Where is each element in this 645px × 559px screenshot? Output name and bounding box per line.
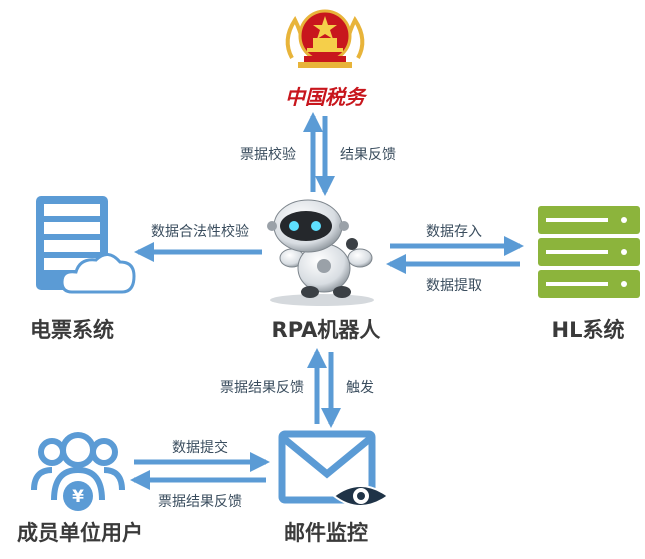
users-yuan-icon [31,432,125,501]
node-member-label: 成员单位用户 [17,521,143,545]
edge-label-rpa-to-mail: 票据结果反馈 [220,380,304,396]
node-e-invoice-label: 电票系统 [30,318,114,342]
yuan-coin-icon [63,481,93,511]
tax-emblem-icon [285,9,365,68]
edge-label-member-to-mail: 数据提交 [172,439,228,456]
node-rpa-label: RPA机器人 [272,318,381,342]
edge-label-hl-to-rpa: 数据提取 [426,278,482,294]
envelope-eye-icon [278,430,390,507]
edge-label-rpa-to-einvoice: 数据合法性校验 [151,223,249,240]
robot-icon [267,199,374,306]
edge-label-mail-to-rpa: 触发 [346,380,374,396]
yuan-symbol: ¥ [72,487,84,507]
node-mail-label: 邮件监控 [284,521,368,545]
edge-label-rpa-to-hl: 数据存入 [426,224,482,240]
edge-label-tax-to-rpa: 结果反馈 [340,147,396,163]
edge-label-mail-to-member: 票据结果反馈 [158,494,242,510]
server-icon [538,206,640,298]
edge-label-rpa-to-tax: 票据校验 [240,146,296,163]
node-tax-label: 中国税务 [285,85,368,109]
node-hl-label: HL系统 [552,318,625,342]
server-cloud-icon [36,196,136,294]
